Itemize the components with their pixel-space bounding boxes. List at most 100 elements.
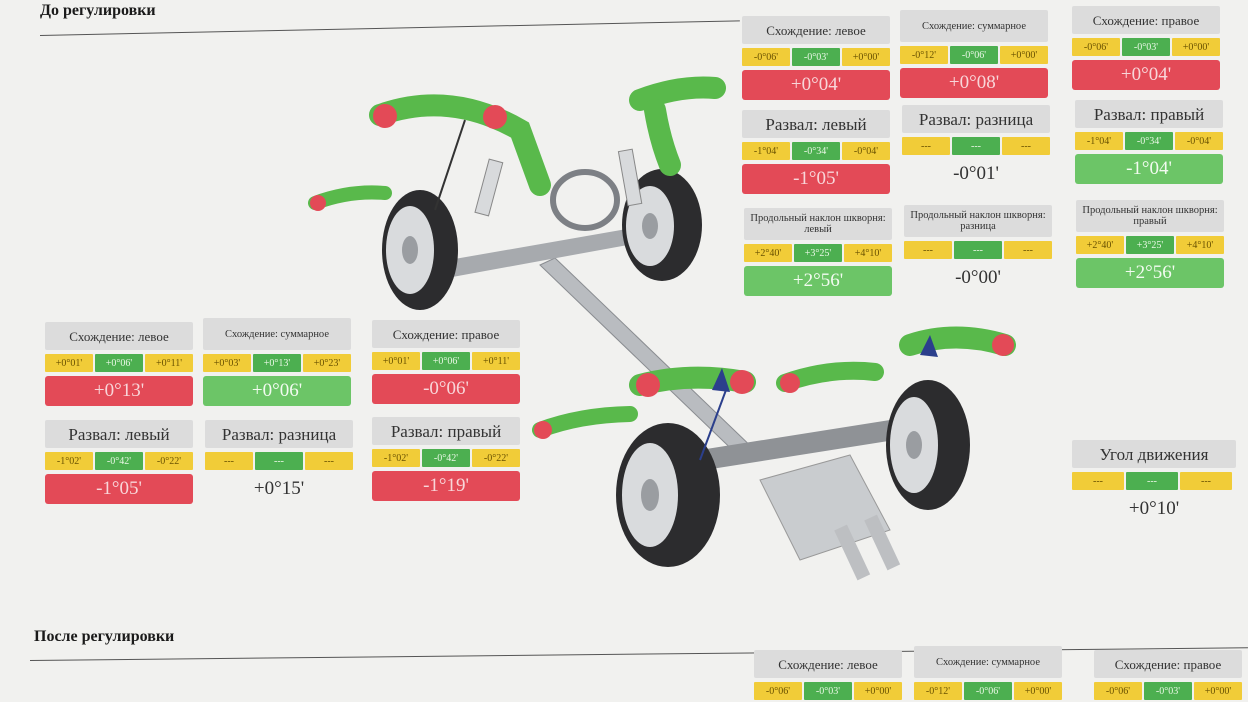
tol-min: -1°04' bbox=[742, 142, 790, 160]
block-label: Схождение: левое bbox=[754, 650, 902, 678]
thrust-angle-block: Угол движения --------- +0°10' bbox=[1072, 440, 1236, 524]
tol-mid: +0°06' bbox=[422, 352, 470, 370]
tol-max: +0°23' bbox=[303, 354, 351, 372]
tol-max: -0°22' bbox=[472, 449, 520, 467]
measured-value: -0°01' bbox=[953, 163, 999, 184]
exhaust-pipe bbox=[834, 524, 871, 581]
tol-min: --- bbox=[904, 241, 952, 259]
minus-marker bbox=[992, 334, 1014, 356]
rear-axle bbox=[700, 420, 895, 470]
after-toe-right-block: Схождение: правое -0°06'-0°03'+0°00' bbox=[1094, 650, 1242, 700]
front-left-camber-arc bbox=[369, 94, 551, 196]
minus-marker bbox=[730, 370, 754, 394]
measured-value: +2°56' bbox=[744, 266, 892, 296]
front-toe-right-block: Схождение: правое -0°06'-0°03'+0°00' +0°… bbox=[1072, 6, 1220, 90]
front-caster-left-block: Продольный наклон шкворня: левый +2°40'+… bbox=[744, 208, 892, 296]
tol-mid: +0°06' bbox=[95, 354, 143, 372]
after-toe-total-block: Схождение: суммарное -0°12'-0°06'+0°00' bbox=[914, 646, 1062, 700]
block-label: Схождение: суммарное bbox=[900, 10, 1048, 42]
after-toe-left-block: Схождение: левое -0°06'-0°03'+0°00' bbox=[754, 650, 902, 700]
rear-right-camber-arc bbox=[899, 326, 1016, 356]
pointer-arrow bbox=[712, 368, 730, 392]
block-label: Угол движения bbox=[1072, 440, 1236, 468]
tol-min: -0°06' bbox=[742, 48, 790, 66]
tol-max: +0°00' bbox=[1000, 46, 1048, 64]
minus-marker bbox=[534, 421, 552, 439]
block-label: Развал: разница bbox=[902, 105, 1050, 133]
tol-min: +0°01' bbox=[372, 352, 420, 370]
plus-marker bbox=[310, 195, 326, 211]
rear-left-wheel bbox=[616, 423, 720, 567]
tol-min: --- bbox=[1072, 472, 1124, 490]
tol-min: +2°40' bbox=[744, 244, 792, 262]
measured-value: -1°19' bbox=[372, 471, 520, 501]
tol-min: +0°03' bbox=[203, 354, 251, 372]
section-title-after: После регулировки bbox=[34, 628, 175, 645]
rear-right-wheel bbox=[886, 380, 970, 510]
muffler bbox=[759, 454, 891, 561]
measured-value: +2°56' bbox=[1076, 258, 1224, 288]
front-axle bbox=[420, 225, 655, 282]
tol-max: +4°10' bbox=[1176, 236, 1224, 254]
tol-min: -1°04' bbox=[1075, 132, 1123, 150]
measured-value: +0°10' bbox=[1128, 498, 1180, 519]
tol-mid: -0°03' bbox=[792, 48, 840, 66]
plus-marker bbox=[373, 104, 397, 128]
measured-value: -1°05' bbox=[742, 164, 890, 194]
rear-camber-left-block: Развал: левый -1°02'-0°42'-0°22' -1°05' bbox=[45, 420, 193, 504]
measured-value: +0°15' bbox=[253, 478, 305, 499]
tol-max: -0°04' bbox=[1175, 132, 1223, 150]
tol-min: -0°12' bbox=[900, 46, 948, 64]
tol-mid: --- bbox=[1126, 472, 1178, 490]
tol-mid: -0°03' bbox=[804, 682, 852, 700]
measured-value: +0°06' bbox=[203, 376, 351, 406]
tol-max: --- bbox=[1004, 241, 1052, 259]
tol-max: --- bbox=[305, 452, 353, 470]
tol-max: -0°22' bbox=[145, 452, 193, 470]
block-label: Развал: правый bbox=[1075, 100, 1223, 128]
block-label: Продольный наклон шкворня: разница bbox=[904, 205, 1052, 237]
tol-max: +0°00' bbox=[854, 682, 902, 700]
tol-mid: -0°34' bbox=[792, 142, 840, 160]
tol-min: -0°06' bbox=[754, 682, 802, 700]
tol-mid: -0°34' bbox=[1125, 132, 1173, 150]
front-toe-left-block: Схождение: левое -0°06'-0°03'+0°00' +0°0… bbox=[742, 16, 890, 100]
tol-min: --- bbox=[902, 137, 950, 155]
tol-max: +0°00' bbox=[1172, 38, 1220, 56]
strut-right bbox=[617, 148, 643, 207]
tol-max: +4°10' bbox=[844, 244, 892, 262]
tol-mid: -0°06' bbox=[964, 682, 1012, 700]
tol-min: -1°02' bbox=[372, 449, 420, 467]
block-label: Развал: левый bbox=[742, 110, 890, 138]
rear-camber-right-block: Развал: правый -1°02'-0°42'-0°22' -1°19' bbox=[372, 417, 520, 501]
tol-mid: -0°03' bbox=[1122, 38, 1170, 56]
front-camber-diff-block: Развал: разница --------- -0°01' bbox=[902, 105, 1050, 189]
tol-mid: +3°25' bbox=[794, 244, 842, 262]
tol-max: --- bbox=[1002, 137, 1050, 155]
tol-min: -0°06' bbox=[1072, 38, 1120, 56]
block-label: Развал: разница bbox=[205, 420, 353, 448]
tol-max: +0°00' bbox=[842, 48, 890, 66]
front-right-toe-arc bbox=[629, 76, 726, 111]
pointer-arrow bbox=[920, 335, 938, 357]
front-left-wheel bbox=[382, 190, 458, 310]
tol-max: +0°11' bbox=[472, 352, 520, 370]
measured-value: -1°05' bbox=[45, 474, 193, 504]
tol-mid: +3°25' bbox=[1126, 236, 1174, 254]
block-label: Развал: правый bbox=[372, 417, 520, 445]
measured-value: +0°04' bbox=[1072, 60, 1220, 90]
exhaust-pipe bbox=[864, 514, 901, 571]
rear-toe-left-block: Схождение: левое +0°01'+0°06'+0°11' +0°1… bbox=[45, 322, 193, 406]
rear-toe-right-block: Схождение: правое +0°01'+0°06'+0°11' -0°… bbox=[372, 320, 520, 404]
tol-max: --- bbox=[1180, 472, 1232, 490]
measured-value: -0°00' bbox=[955, 267, 1001, 288]
tol-mid: -0°42' bbox=[422, 449, 470, 467]
measured-value: -0°06' bbox=[372, 374, 520, 404]
block-label: Схождение: левое bbox=[45, 322, 193, 350]
plus-marker bbox=[636, 373, 660, 397]
tol-mid: -0°03' bbox=[1144, 682, 1192, 700]
tol-max: +0°00' bbox=[1014, 682, 1062, 700]
front-caster-diff-block: Продольный наклон шкворня: разница --- --… bbox=[904, 205, 1052, 293]
tol-max: +0°11' bbox=[145, 354, 193, 372]
tol-min: -1°02' bbox=[45, 452, 93, 470]
